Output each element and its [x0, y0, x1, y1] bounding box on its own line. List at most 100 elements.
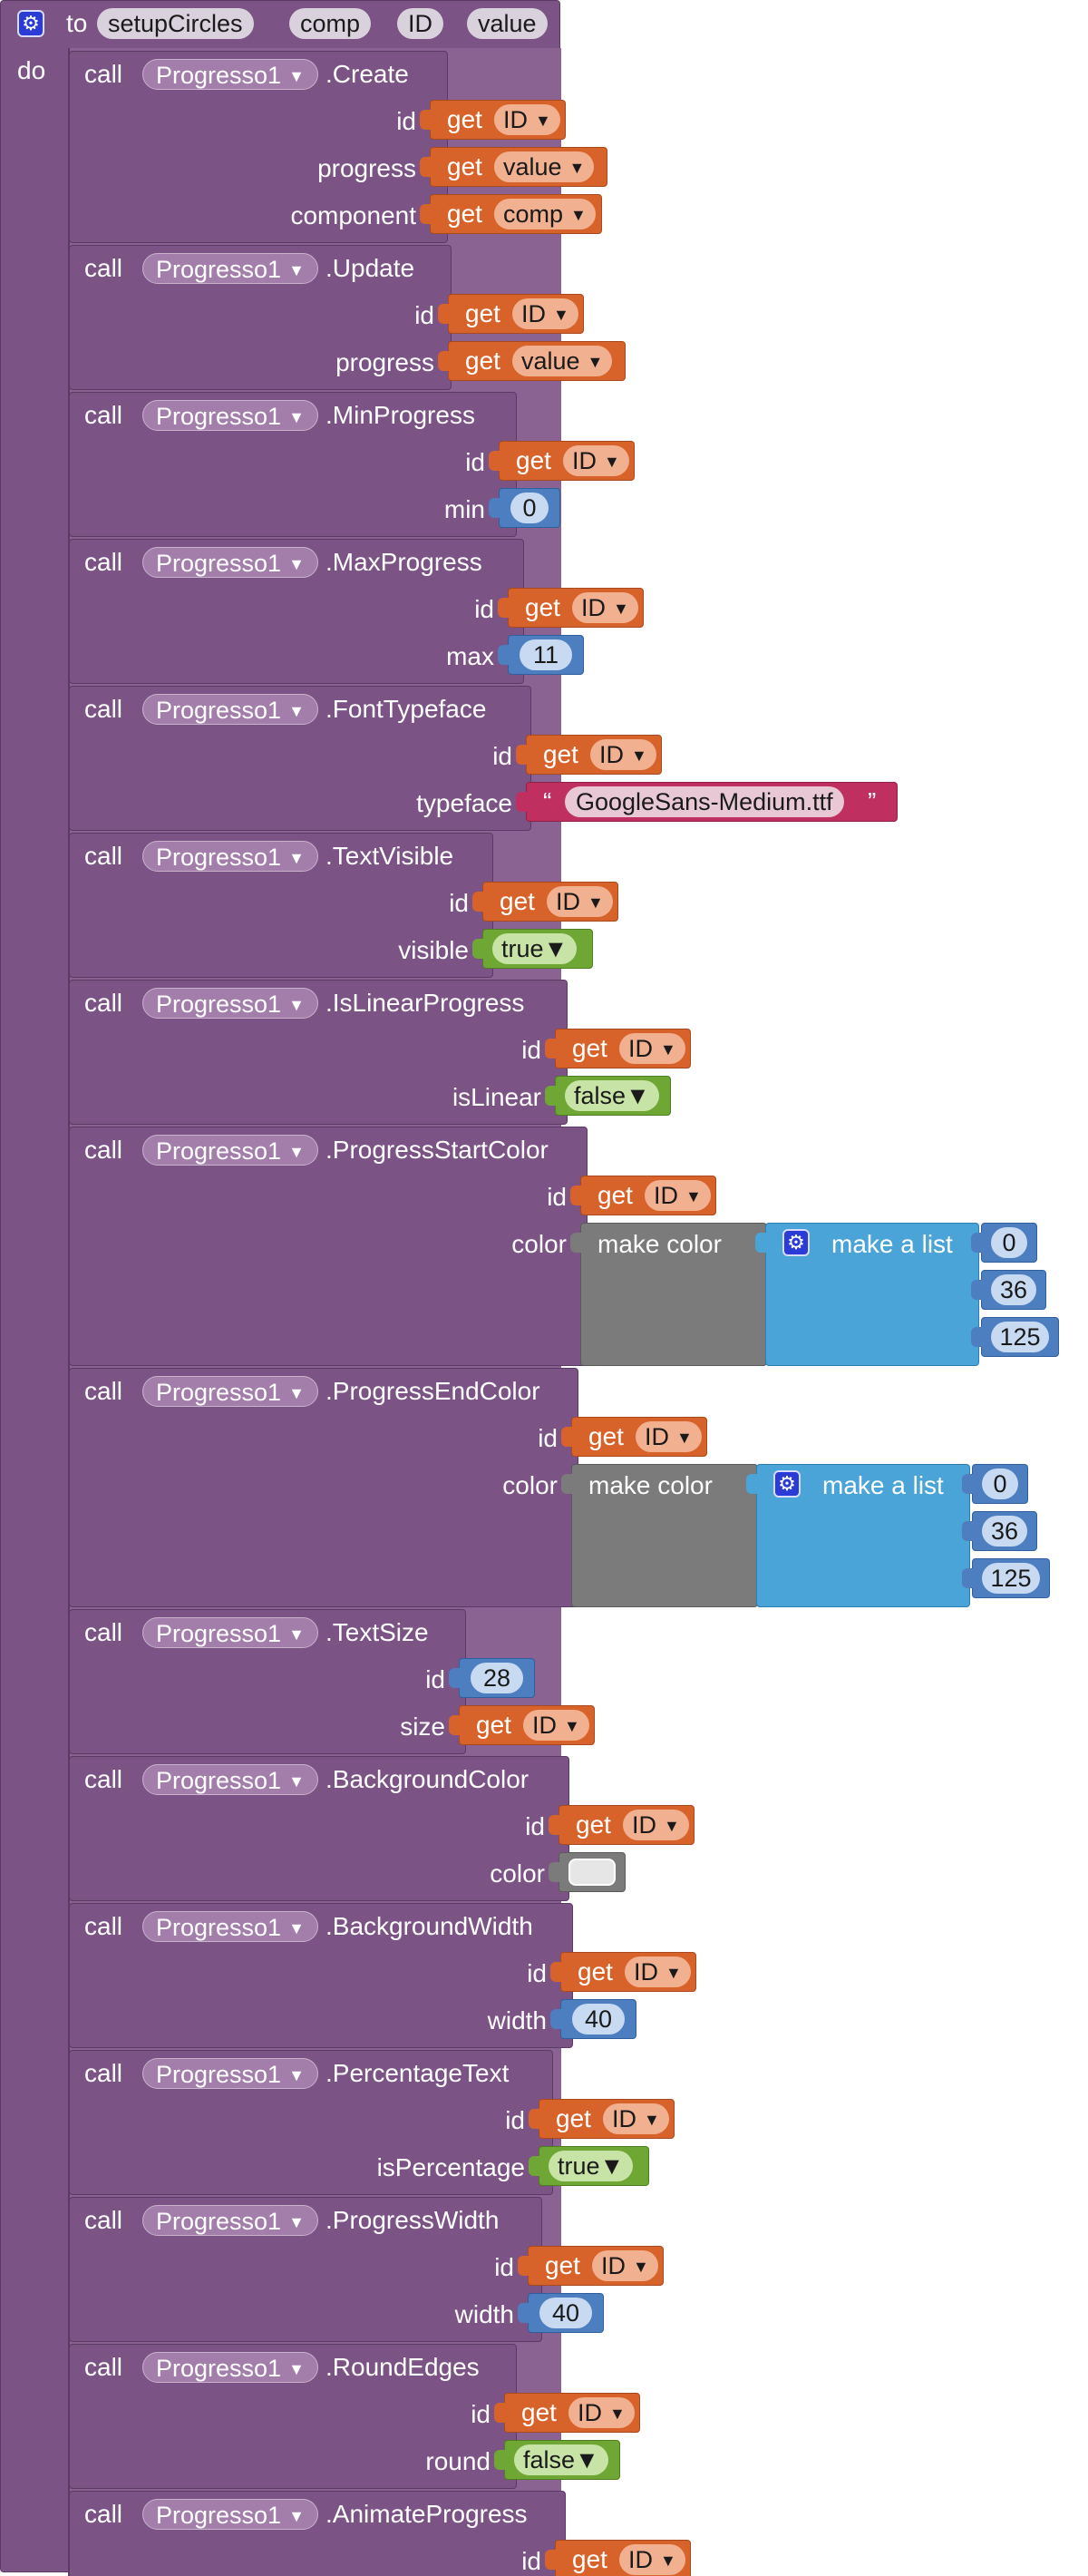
number-field[interactable]: 36 [991, 1274, 1036, 1305]
number-block[interactable]: 40 [518, 2293, 604, 2333]
number-field[interactable]: 0 [991, 1227, 1027, 1258]
text-block[interactable]: “GoogleSans-Medium.ttf” [516, 782, 898, 822]
variable-dropdown[interactable]: ID▼ [494, 104, 560, 135]
component-dropdown[interactable]: Progresso1▼ [142, 841, 318, 872]
number-block[interactable]: 36 [971, 1270, 1046, 1310]
color-swatch[interactable] [568, 1859, 616, 1886]
boolean-dropdown[interactable]: true▼ [492, 933, 578, 964]
variable-dropdown[interactable]: ID▼ [619, 2544, 685, 2575]
variable-dropdown[interactable]: comp▼ [494, 199, 596, 229]
gear-icon[interactable]: ⚙ [782, 1229, 810, 1256]
number-field[interactable]: 28 [471, 1663, 523, 1693]
text-field[interactable]: GoogleSans-Medium.ttf [565, 786, 844, 817]
number-field[interactable]: 40 [572, 2004, 625, 2034]
boolean-block[interactable]: false▼ [545, 1076, 671, 1116]
component-dropdown[interactable]: Progresso1▼ [142, 547, 318, 578]
param-value[interactable]: value [467, 8, 548, 39]
boolean-dropdown[interactable]: false▼ [565, 1080, 659, 1111]
variable-dropdown[interactable]: ID▼ [523, 1710, 589, 1741]
color-block[interactable] [549, 1852, 626, 1892]
component-dropdown[interactable]: Progresso1▼ [142, 1911, 318, 1942]
boolean-block[interactable]: true▼ [529, 2146, 649, 2186]
component-dropdown[interactable]: Progresso1▼ [142, 1764, 318, 1795]
variable-dropdown[interactable]: ID▼ [512, 298, 578, 329]
gear-icon[interactable]: ⚙ [17, 10, 44, 37]
variable-dropdown[interactable]: ID▼ [592, 2250, 658, 2281]
number-field[interactable]: 0 [510, 493, 549, 523]
variable-dropdown[interactable]: ID▼ [568, 2397, 635, 2428]
param-id[interactable]: ID [397, 8, 443, 39]
make-list-block[interactable]: ⚙make a list [746, 1464, 970, 1607]
procedure-name-field[interactable]: setupCircles [97, 8, 254, 39]
number-block[interactable]: 40 [550, 1999, 636, 2039]
call-block[interactable]: callProgresso1▼.AnimateProgressidduratio… [69, 2491, 566, 2576]
gear-icon[interactable]: ⚙ [773, 1470, 801, 1498]
variable-dropdown[interactable]: ID▼ [572, 592, 638, 623]
component-dropdown[interactable]: Progresso1▼ [142, 2058, 318, 2089]
number-block[interactable]: 125 [971, 1317, 1059, 1357]
make-color-block[interactable]: make color [570, 1223, 767, 1366]
boolean-dropdown[interactable]: true▼ [549, 2151, 634, 2181]
variable-dropdown[interactable]: ID▼ [636, 1421, 702, 1452]
number-block[interactable]: 125 [962, 1558, 1050, 1598]
boolean-dropdown[interactable]: false▼ [514, 2444, 608, 2475]
number-field[interactable]: 125 [982, 1563, 1040, 1594]
number-block[interactable]: 0 [971, 1223, 1037, 1263]
variable-dropdown[interactable]: ID▼ [645, 1180, 711, 1211]
component-dropdown[interactable]: Progresso1▼ [142, 253, 318, 284]
variable-dropdown[interactable]: ID▼ [623, 1810, 689, 1840]
boolean-block[interactable]: false▼ [494, 2440, 620, 2480]
variable-dropdown[interactable]: ID▼ [547, 886, 613, 917]
variable-dropdown[interactable]: ID▼ [563, 445, 629, 476]
number-block[interactable]: 0 [962, 1464, 1028, 1504]
component-dropdown[interactable]: Progresso1▼ [142, 1617, 318, 1648]
component-dropdown[interactable]: Progresso1▼ [142, 59, 318, 90]
number-block[interactable]: 11 [498, 635, 584, 675]
component-dropdown[interactable]: Progresso1▼ [142, 2205, 318, 2236]
component-dropdown[interactable]: Progresso1▼ [142, 1135, 318, 1166]
variable-dropdown[interactable]: ID▼ [590, 739, 656, 770]
component-dropdown[interactable]: Progresso1▼ [142, 1376, 318, 1407]
make-list-block[interactable]: ⚙make a list [755, 1223, 979, 1366]
variable-dropdown[interactable]: value▼ [494, 151, 595, 182]
number-field[interactable]: 40 [539, 2298, 592, 2328]
variable-dropdown[interactable]: value▼ [512, 346, 613, 376]
variable-dropdown[interactable]: ID▼ [625, 1956, 691, 1987]
variable-dropdown[interactable]: ID▼ [603, 2103, 669, 2134]
param-comp[interactable]: comp [289, 8, 372, 39]
number-field[interactable]: 125 [991, 1322, 1049, 1352]
number-field[interactable]: 36 [982, 1516, 1027, 1547]
component-dropdown[interactable]: Progresso1▼ [142, 988, 318, 1019]
